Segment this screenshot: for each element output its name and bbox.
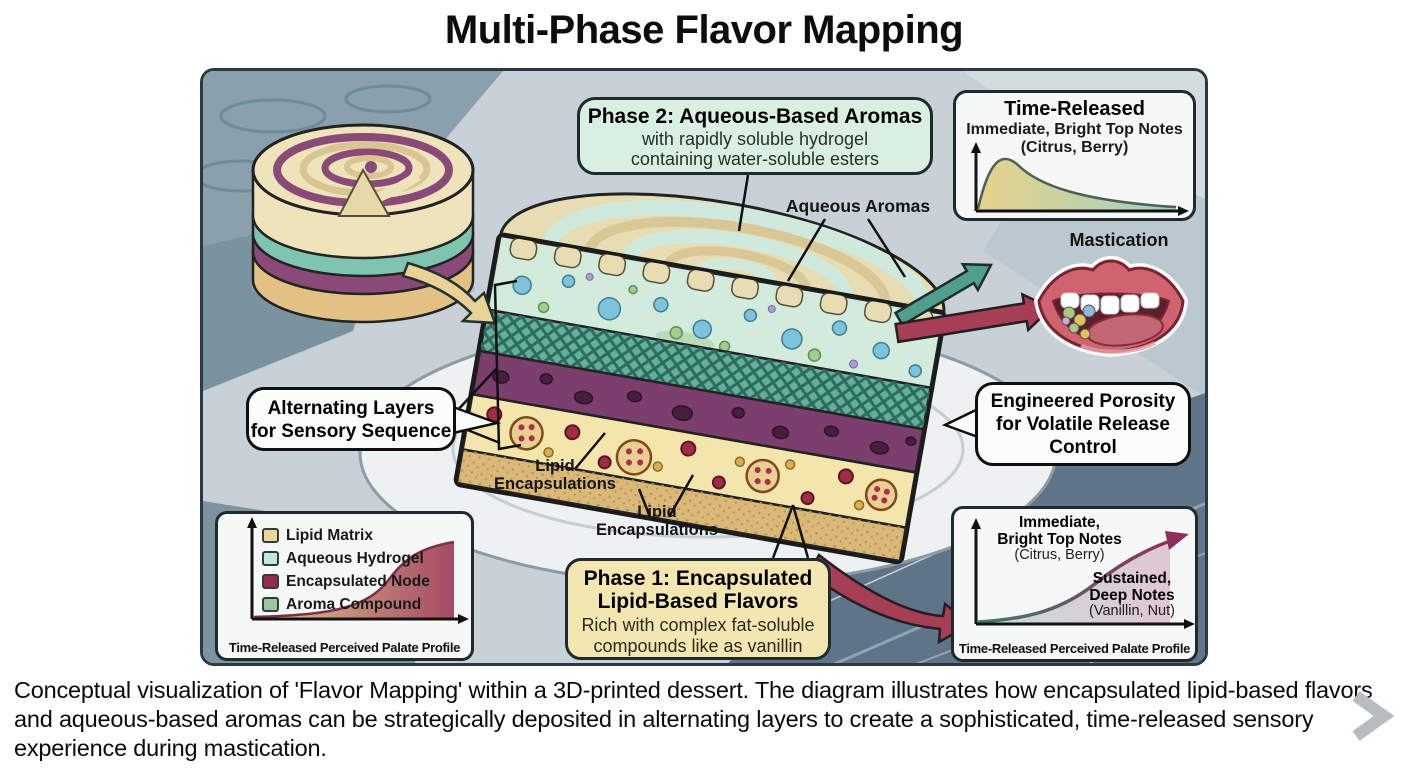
por-line1: Engineered Porosity [990,391,1176,412]
time-released-sub1: Immediate, Bright Top Notes [966,121,1183,138]
por-line2: for Volatile Release [996,413,1170,435]
alt-line2: for Sensory Sequence [250,420,452,442]
time-released-title: Time-Released [1004,98,1145,120]
phase1-title1: Phase 1: Encapsulated [583,567,813,590]
lipid-encapsulation-clusters [509,416,898,512]
yellow-flow-arrow [401,261,497,325]
palate-chart-caption: Time-Released Perceived Palate Profile [958,641,1191,656]
aqueous-hydrogel-swatch [262,551,279,566]
encapsulated-node-swatch [262,574,279,589]
engineered-porosity-bubble: Engineered Porosity for Volatile Release… [975,382,1191,466]
legend-list: Lipid Matrix Aqueous Hydrogel Encapsulat… [262,524,430,616]
phase1-callout: Phase 1: Encapsulated Lipid-Based Flavor… [565,558,831,660]
pointer-lines [454,174,907,559]
diagram-panel: Phase 2: Aqueous-Based Aromas with rapid… [200,68,1208,666]
lipid-encapsulations-label-1: Lipid Encapsulations [494,457,616,494]
aqueous-hydrogel-layer [485,234,946,390]
mouth-illustration [1033,256,1189,358]
phase1-line2: compounds like as vanillin [593,635,803,656]
phase2-line2: containing water-soluble esters [630,149,880,170]
phase2-callout: Phase 2: Aqueous-Based Aromas with rapid… [577,97,933,175]
time-released-chart-box: Time-Released Immediate, Bright Top Note… [953,90,1196,221]
maroon-profile-arrow [807,553,974,645]
teal-release-arrow [893,262,994,327]
layer-bracket [493,279,522,451]
flavor-beads [1061,304,1096,340]
por-line3: Control [1049,436,1117,458]
legend-chart-caption: Time-Released Perceived Palate Profile [228,640,461,655]
alternating-layers-bubble: Alternating Layers for Sensory Sequence [246,387,456,451]
aqueous-aromas-label: Aqueous Aromas [785,196,931,216]
phase2-line1: with rapidly soluble hydrogel [641,129,869,150]
swirl-top-surface [498,192,946,316]
palate-profile-curve-1 [247,517,469,624]
legend-item-aqueous-hydrogel: Aqueous Hydrogel [262,547,430,570]
lipid-matrix-swatch [262,528,279,543]
time-released-curve [971,142,1189,216]
immediate-notes-label: Immediate, Bright Top Notes (Citrus, Ber… [997,514,1122,564]
palate-profile-curve-2 [971,518,1195,629]
whole-dessert [251,123,475,324]
aroma-compound-swatch [262,597,279,612]
mastication-label: Mastication [1069,230,1169,250]
phase2-title: Phase 2: Aqueous-Based Aromas [587,105,923,128]
phase1-title2: Lipid-Based Flavors [597,589,799,613]
porous-purple-layer [470,349,925,474]
legend-item-encapsulated-node: Encapsulated Node [262,570,430,593]
lipid-encapsulations-label-2: Lipid Encapsulations [596,503,718,540]
alt-line1: Alternating Layers [267,398,435,419]
palate-profile-chart-box: Immediate, Bright Top Notes (Citrus, Ber… [951,506,1198,662]
crosshatch-aroma-layer [478,308,932,431]
next-chevron-icon[interactable] [1344,690,1396,742]
aqueous-aroma-bubbles [512,274,922,378]
legend-item-lipid-matrix: Lipid Matrix [262,524,430,547]
phase1-line1: Rich with complex fat-soluble [581,615,815,636]
figure-caption: Conceptual visualization of 'Flavor Mapp… [14,677,1373,761]
encapsulated-nodes [486,406,854,506]
legend-chart-box: Lipid Matrix Aqueous Hydrogel Encapsulat… [215,511,474,661]
page-title: Multi-Phase Flavor Mapping [444,8,964,52]
legend-item-aroma-compound: Aroma Compound [262,593,430,616]
sustained-notes-label: Sustained, Deep Notes (Vanillin, Nut) [1089,570,1175,620]
dessert-cross-section [453,192,947,565]
time-released-sub2: (Citrus, Berry) [1020,138,1129,156]
